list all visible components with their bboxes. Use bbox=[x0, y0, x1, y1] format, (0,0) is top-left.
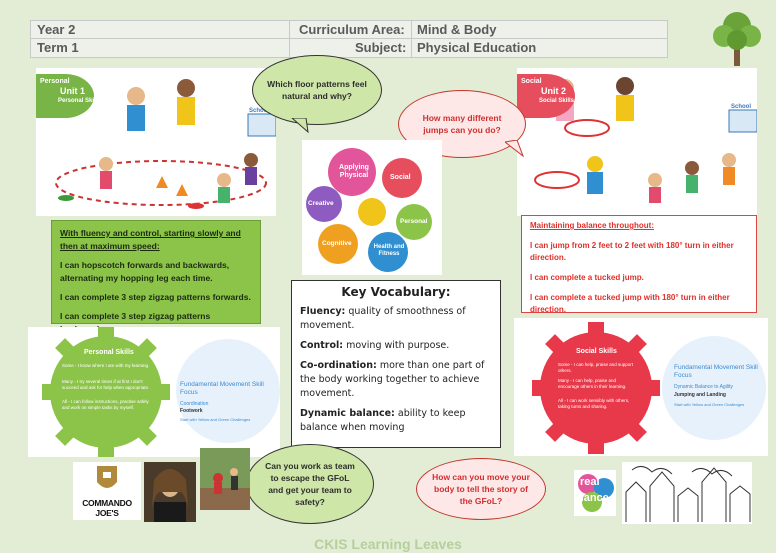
unit1-badge: Personal Unit 1 Personal Skills bbox=[36, 74, 101, 118]
unit1-objectives-heading: With fluency and control, starting slowl… bbox=[60, 228, 241, 251]
unit1-badge-personal: Personal bbox=[40, 78, 70, 85]
outdoor-photo bbox=[200, 448, 250, 510]
real-dance-logo: real dance bbox=[574, 470, 616, 516]
vocab-definition: ability to keep balance when moving bbox=[300, 408, 466, 433]
unit1-title: Unit 1 bbox=[60, 86, 86, 96]
footer-title: CKIS Learning Leaves bbox=[314, 536, 462, 552]
vocab-definition: quality of smoothness of movement. bbox=[300, 306, 466, 331]
unit2-objectives-heading: Maintaining balance throughout: bbox=[530, 221, 654, 230]
header-row-divider bbox=[31, 38, 667, 39]
personal-skill-line: Many - I try several times if at first I… bbox=[62, 379, 150, 390]
header-table: Year 2 Term 1 Curriculum Area: Subject: … bbox=[30, 20, 668, 58]
team-escape-question-bubble: Can you work as team to escape the GFoL … bbox=[246, 444, 374, 524]
key-vocabulary-box: Key Vocabulary: Fluency: quality of smoo… bbox=[291, 280, 501, 448]
unit2-objectives-box: Maintaining balance throughout: I can ju… bbox=[521, 215, 757, 313]
curriculum-area-label: Curriculum Area: bbox=[299, 22, 405, 37]
unit1-objectives-box: With fluency and control, starting slowl… bbox=[51, 220, 261, 334]
personal-gear-graphic bbox=[42, 327, 280, 457]
social-skill-line: Some - I can help, praise and support ot… bbox=[558, 362, 634, 373]
tree-icon bbox=[713, 12, 761, 66]
personal-skill-line: All - I can follow instructions, practis… bbox=[62, 399, 149, 410]
real-dance-graphic bbox=[578, 474, 614, 512]
unit2-objective: I can complete a tucked jump. bbox=[530, 273, 644, 282]
unit1-objective: I can hopscotch forwards and backwards, … bbox=[60, 260, 230, 283]
unit1-subtitle: Personal Skills bbox=[58, 98, 101, 104]
social-skills-panel: Social Skills Some - I can help, praise … bbox=[514, 318, 768, 456]
gear-applying-physical: Applying Physical bbox=[339, 164, 369, 179]
vocab-definition: more than one part of the body working t… bbox=[300, 360, 485, 399]
portrait-painting bbox=[144, 462, 196, 522]
unit2-badge-social: Social bbox=[521, 78, 542, 85]
header-col-divider bbox=[411, 21, 412, 57]
unit2-title: Unit 2 bbox=[541, 86, 567, 96]
commando-shield-icon bbox=[97, 466, 117, 488]
curriculum-area-value: Mind & Body bbox=[417, 22, 497, 37]
vocab-term: Fluency: bbox=[300, 306, 346, 317]
vocabulary-title: Key Vocabulary: bbox=[341, 285, 451, 299]
unit2-school-sign: School bbox=[731, 104, 752, 110]
personal-focus-item: Footwork bbox=[180, 408, 203, 414]
great-fire-illustration bbox=[622, 462, 752, 524]
personal-focus-note: Start with Yellow and Green Challenges bbox=[180, 417, 251, 422]
real-dance-text-dance: dance bbox=[577, 492, 609, 504]
unit2-objective: I can complete a tucked jump with 180° t… bbox=[530, 293, 730, 313]
social-skill-line: All - I can work sensibly with others, t… bbox=[558, 398, 630, 409]
unit2-illustration: Social Unit 2 Social Skills School bbox=[517, 68, 757, 216]
vocab-item: Co-ordination: more than one part of the… bbox=[300, 359, 492, 401]
personal-skills-title: Personal Skills bbox=[84, 349, 134, 356]
gear-cognitive: Cognitive bbox=[322, 240, 352, 247]
social-skill-line: Many - I can help, praise and encourage … bbox=[558, 378, 627, 389]
vocab-term: Dynamic balance: bbox=[300, 408, 395, 419]
vocab-definition: moving with purpose. bbox=[346, 340, 450, 351]
great-fire-of-london-sketch bbox=[625, 466, 751, 522]
social-skills-title: Social Skills bbox=[576, 348, 617, 355]
social-focus-subtitle: Dynamic Balance to Agility bbox=[674, 384, 733, 390]
gear-creative: Creative bbox=[308, 200, 334, 207]
gears-image bbox=[306, 148, 432, 272]
unit2-badge: Social Unit 2 Social Skills bbox=[517, 74, 575, 118]
social-focus-item: Jumping and Landing bbox=[674, 392, 726, 398]
year-label: Year 2 bbox=[37, 22, 76, 37]
subject-label: Subject: bbox=[355, 40, 407, 55]
skills-gears-graphic: Applying Physical Social Personal Health… bbox=[302, 140, 442, 275]
term-label: Term 1 bbox=[37, 40, 79, 55]
commando-joes-logo: COMMANDO JOE'S bbox=[73, 462, 141, 520]
unit1-school-sign: School bbox=[249, 108, 270, 114]
social-gear-graphic bbox=[532, 322, 766, 454]
unit2-objective: I can jump from 2 feet to 2 feet with 18… bbox=[530, 241, 734, 262]
move-body-question-bubble: How can you move your body to tell the s… bbox=[416, 458, 546, 520]
portrait-image bbox=[144, 462, 196, 522]
gear-health-fitness: Health and Fitness bbox=[373, 244, 405, 257]
header-col-divider bbox=[289, 21, 290, 57]
personal-skills-panel: Personal Skills Some - I know where I am… bbox=[28, 327, 280, 457]
vocab-term: Control: bbox=[300, 340, 344, 351]
personal-focus-title: Fundamental Movement Skill Focus bbox=[180, 381, 264, 396]
personal-focus-subtitle: Coordination bbox=[180, 401, 209, 407]
personal-skill-line: Some - I know where I am with my learnin… bbox=[62, 363, 150, 368]
social-focus-title: Fundamental Movement Skill Focus bbox=[674, 364, 758, 379]
bubble-tail bbox=[505, 140, 525, 158]
unit1-objective: I can complete 3 step zigzag patterns fo… bbox=[60, 292, 251, 302]
vocab-term: Co-ordination: bbox=[300, 360, 377, 371]
vocab-item: Dynamic balance: ability to keep balance… bbox=[300, 407, 492, 435]
unit2-subtitle: Social Skills bbox=[539, 98, 575, 104]
real-dance-text-real: real bbox=[580, 476, 600, 488]
gear-social: Social bbox=[390, 174, 411, 181]
gear-personal: Personal bbox=[400, 218, 428, 225]
children-jumping-image bbox=[517, 68, 757, 216]
subject-value: Physical Education bbox=[417, 40, 537, 55]
vocab-item: Control: moving with purpose. bbox=[300, 339, 492, 353]
commando-joes-text: COMMANDO JOE'S bbox=[82, 498, 132, 518]
vocab-item: Fluency: quality of smoothness of moveme… bbox=[300, 305, 492, 333]
social-focus-note: Start with Yellow and Green Challenges bbox=[674, 402, 745, 407]
bubble-tail bbox=[291, 118, 309, 134]
unit1-illustration: Personal Unit 1 Personal Skills School bbox=[36, 68, 276, 216]
floor-patterns-question-bubble: Which floor patterns feel natural and wh… bbox=[252, 55, 382, 125]
children-outdoors-photo bbox=[200, 448, 250, 510]
